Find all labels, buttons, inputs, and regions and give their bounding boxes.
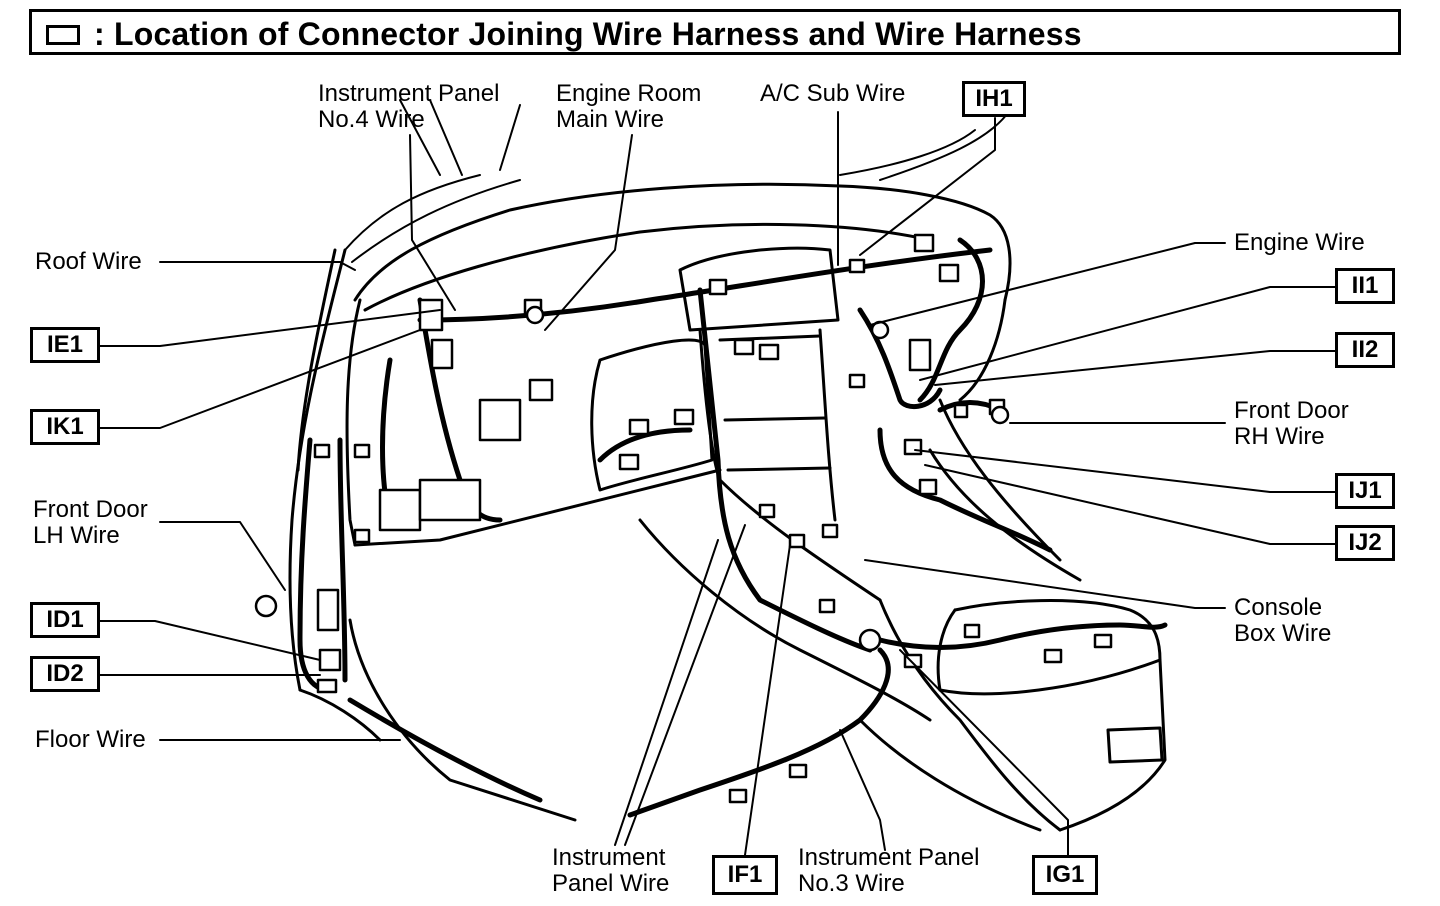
connector-code-ie1: IE1 [30, 327, 100, 363]
label-front-door-lh-line1: Front Door [33, 496, 148, 523]
label-engine-room-main-line2: Main Wire [556, 106, 665, 133]
connector-code-ik1: IK1 [30, 409, 100, 445]
label-instrument-panel-wire-line1: Instrument [552, 844, 666, 871]
leader-lines [99, 111, 1336, 856]
label-front-door-rh-line1: Front Door [1234, 397, 1349, 424]
title-bar: : Location of Connector Joining Wire Har… [29, 9, 1401, 55]
label-instrument-panel-wire-line2: Panel Wire [552, 870, 670, 897]
legend-box-symbol [46, 25, 80, 45]
connector-code-id1: ID1 [30, 602, 100, 638]
connector-code-ih1: IH1 [962, 81, 1026, 117]
connector-blocks [254, 233, 1113, 804]
label-engine-wire: Engine Wire [1234, 229, 1365, 256]
label-instrument-panel-no4-line1: Instrument Panel [318, 80, 500, 107]
label-engine-room-main-line1: Engine Room [556, 80, 702, 107]
label-console-box-line2: Box Wire [1234, 620, 1332, 647]
page-title: : Location of Connector Joining Wire Har… [94, 16, 1082, 52]
label-instrument-panel-no3-line1: Instrument Panel [798, 844, 980, 871]
connector-code-ii2: II2 [1335, 332, 1395, 368]
connector-code-id2: ID2 [30, 656, 100, 692]
label-front-door-lh-line2: LH Wire [33, 522, 120, 549]
left-pillar [288, 248, 382, 742]
connector-code-ij2: IJ2 [1335, 525, 1395, 561]
connector-code-if1: IF1 [712, 855, 778, 895]
label-instrument-panel-no3-line2: No.3 Wire [798, 870, 905, 897]
connector-code-ii1: II1 [1335, 268, 1395, 304]
label-instrument-panel-no4-line2: No.4 Wire [318, 106, 425, 133]
connector-code-ij1: IJ1 [1335, 473, 1395, 509]
label-roof-wire: Roof Wire [35, 248, 142, 275]
label-console-box-line1: Console [1234, 594, 1323, 621]
label-ac-sub-wire: A/C Sub Wire [760, 80, 906, 107]
connector-code-ig1: IG1 [1032, 855, 1098, 895]
label-front-door-rh-line2: RH Wire [1234, 423, 1325, 450]
windshield-outline [344, 99, 1011, 263]
label-floor-wire: Floor Wire [35, 726, 146, 753]
